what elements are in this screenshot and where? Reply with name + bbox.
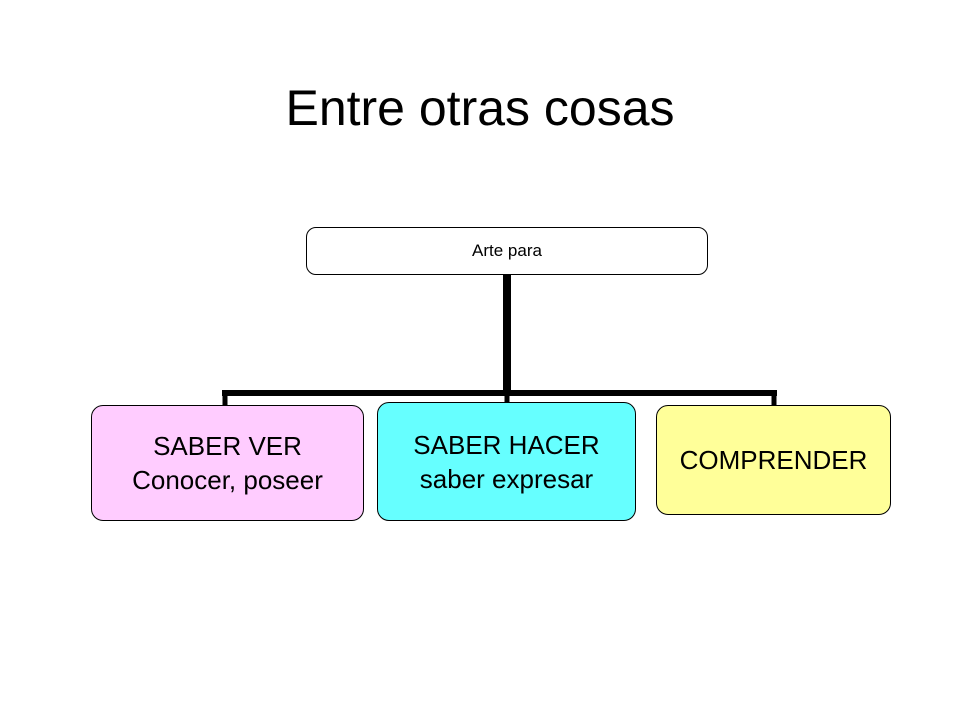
child-node-subtitle: Conocer, poseer	[132, 465, 323, 495]
child-node-title: SABER HACER	[413, 429, 600, 460]
child-node-comprender: COMPRENDER	[656, 405, 891, 515]
root-node-label: Arte para	[472, 241, 542, 260]
slide-title: Entre otras cosas	[285, 80, 675, 136]
child-node-title: COMPRENDER	[679, 445, 868, 475]
child-node-title: SABER VER	[153, 431, 302, 461]
child-node-saber-ver: SABER VER Conocer, poseer	[91, 405, 364, 521]
child-node-subtitle: saber expresar	[419, 463, 594, 494]
root-node: Arte para	[306, 227, 708, 275]
child-node-saber-hacer: SABER HACER saber expresar	[377, 402, 636, 521]
